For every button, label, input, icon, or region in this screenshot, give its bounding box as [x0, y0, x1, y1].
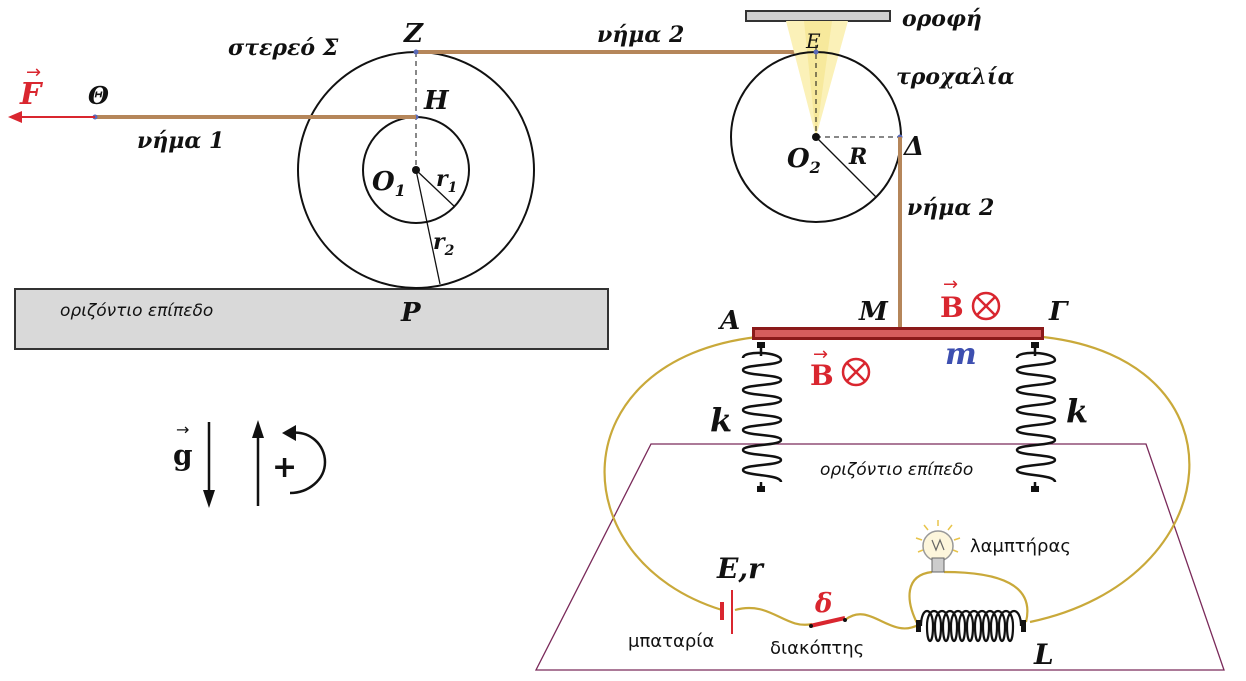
mass-label: m [945, 337, 977, 372]
field-B-mid-label: B [810, 359, 834, 392]
field-B-top-arrow: → [943, 274, 958, 295]
pulley-label: τροχαλία [896, 64, 1015, 90]
point-Gamma-label: Γ [1048, 297, 1069, 327]
spring-left [741, 342, 783, 492]
floor-label-left: οριζόντιο επίπεδο [60, 301, 213, 321]
rotation-ccw-icon [282, 425, 327, 495]
field-B-mid-into-icon [841, 357, 871, 387]
spring-left-label: k [710, 401, 732, 439]
string1-label: νήμα 1 [137, 128, 224, 154]
inductor-label: L [1033, 638, 1054, 671]
point-E-label: E [805, 29, 821, 53]
circuit-wire-right [1029, 335, 1191, 624]
circuit-wire-switch-inductor [844, 613, 919, 630]
ceiling [745, 10, 891, 22]
inductor-icon [916, 609, 1026, 643]
point-E-dot [813, 49, 819, 55]
radius-R-label: R [848, 144, 867, 170]
string2-vertical-label: νήμα 2 [907, 195, 994, 221]
spring-right [1015, 342, 1057, 492]
emf-label: E,r [716, 552, 765, 585]
gravity-vector-arrow: → [176, 420, 189, 439]
pulley-support-shadow [804, 21, 832, 137]
center-O1-label: O1 [372, 167, 406, 200]
force-F-arrowhead [8, 111, 22, 123]
field-B-mid-arrow: → [813, 344, 828, 365]
switch-icon [809, 616, 847, 628]
point-P-label: P [400, 298, 422, 328]
circuit-wire-battery-switch [734, 607, 813, 626]
string2-top-label: νήμα 2 [597, 22, 684, 48]
lamp-icon [915, 520, 961, 573]
point-H-label: H [423, 86, 450, 116]
switch-label: διακόπτης [770, 638, 864, 659]
spring-right-label: k [1066, 392, 1088, 430]
lamp-label: λαμπτήρας [970, 536, 1071, 557]
floor-plane [14, 288, 609, 350]
battery-label: μπαταρία [628, 631, 714, 652]
field-B-top-into-icon [971, 291, 1001, 321]
point-Z-dot [413, 49, 419, 55]
radius-R-line [815, 136, 877, 198]
point-Delta-label: Δ [902, 132, 924, 162]
radius-r1-line [415, 169, 456, 208]
r1-label: r1 [436, 166, 457, 196]
point-Theta-label: Θ [88, 81, 109, 110]
radius-r2-line [415, 169, 441, 285]
center-O2-label: O2 [787, 144, 821, 177]
r2-label: r2 [433, 229, 455, 259]
point-A-label: A [717, 306, 740, 336]
gravity-down-arrow [203, 422, 215, 508]
rod-AGamma-inner [755, 330, 1041, 337]
circuit-wire-lamp [908, 570, 1029, 626]
field-B-top-label: B [940, 291, 964, 324]
circuit-wire-left [603, 335, 758, 612]
point-M-label: M [858, 297, 889, 327]
positive-up-arrow [252, 420, 264, 506]
switch-symbol: δ [814, 589, 832, 619]
point-Z-label: Z [403, 19, 424, 49]
floor-label-right: οριζόντιο επίπεδο [820, 460, 973, 480]
horizontal-plane-right [534, 443, 1225, 671]
gravity-label: g [173, 439, 193, 472]
positive-sign: + [272, 450, 297, 485]
ceiling-label: οροφή [902, 6, 982, 32]
battery-icon [720, 590, 733, 634]
solid-label: στερεό Σ [228, 35, 339, 61]
force-F-label: F [19, 77, 44, 112]
force-F-vector-arrow: → [26, 62, 41, 83]
